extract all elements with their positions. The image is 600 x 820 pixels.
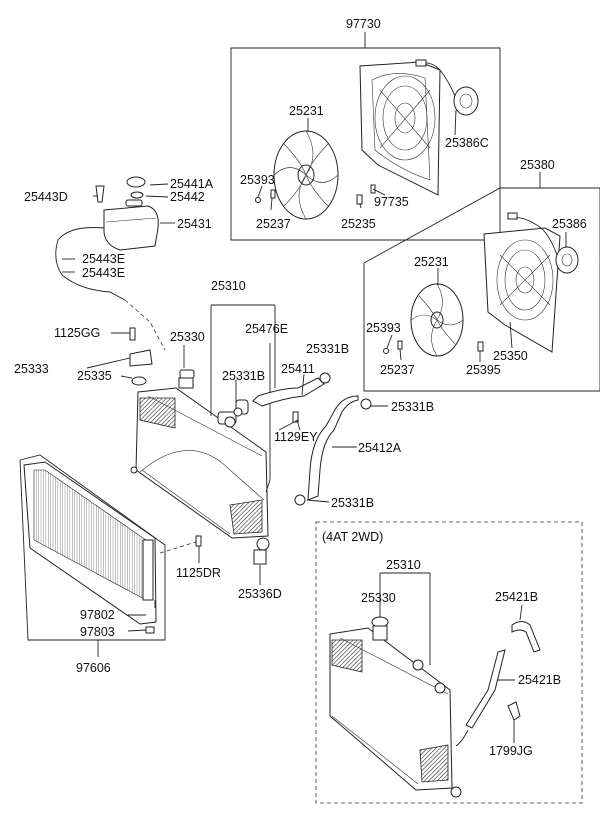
label-25331b-4: 25331B [331,496,374,510]
label-25331b-1: 25331B [306,342,349,356]
label-1129ey: 1129EY [274,430,318,444]
label-25443d: 25443D [24,190,68,204]
label-25395: 25395 [466,363,501,377]
label-25411: 25411 [281,362,315,376]
fan-assembly-box-97730 [230,32,501,241]
label-25442: 25442 [170,190,205,204]
label-1799jg: 1799JG [489,744,533,758]
label-25231-b: 25231 [414,255,449,269]
variant-box-caption: (4AT 2WD) [322,530,383,544]
drain-plug-25336d [253,549,267,585]
radiator-bracket [86,327,153,386]
fan-motor-25386c [415,59,479,116]
label-25443e-2: 25443E [82,266,125,280]
label-25237-b: 25237 [380,363,415,377]
label-25331b-3: 25331B [391,400,434,414]
label-1125dr: 1125DR [176,566,221,580]
variant-box-4at-2wd [315,521,583,804]
label-25393: 25393 [240,173,275,187]
label-25336d: 25336D [238,587,282,601]
label-1125gg: 1125GG [54,326,100,340]
label-25441a: 25441A [170,177,214,191]
fan-assembly-box-25380 [363,172,600,392]
label-25231: 25231 [289,104,324,118]
reservoir-tank-25431 [55,176,175,351]
label-25310-b: 25310 [386,558,421,572]
radiator-25310-variant [329,572,462,798]
fan-blade-25231 [273,130,339,220]
label-25237: 25237 [256,217,291,231]
label-97735: 97735 [374,195,409,209]
label-25443e-1: 25443E [82,252,125,266]
label-25431: 25431 [177,217,212,231]
radiator-hoses [224,372,388,506]
label-25393-b: 25393 [366,321,401,335]
label-97802: 97802 [80,608,115,622]
label-97803: 97803 [80,625,115,639]
radiator-25310 [130,304,301,585]
label-25331b-2: 25331B [222,369,265,383]
label-25476e: 25476E [245,322,288,336]
label-25235: 25235 [341,217,376,231]
part-labels: 97730 25231 25386C 25393 97735 25237 252… [14,17,587,758]
fan-shroud-97735 [359,61,441,196]
label-25386c: 25386C [445,136,489,150]
label-25333: 25333 [14,362,49,376]
fan-motor-25386 [507,212,579,274]
label-25386: 25386 [552,217,587,231]
condenser-97606 [19,454,202,657]
label-25380: 25380 [520,158,555,172]
label-97606: 97606 [76,661,111,675]
label-25330: 25330 [170,330,205,344]
label-25350: 25350 [493,349,528,363]
label-25421b-2: 25421B [518,673,561,687]
label-97730: 97730 [346,17,381,31]
label-25335: 25335 [77,369,112,383]
label-25412a: 25412A [358,441,402,455]
label-25330-b: 25330 [361,591,396,605]
fan-shroud-25350 [483,227,561,353]
label-25421b-1: 25421B [495,590,538,604]
fan-blade-25231-b [410,283,464,357]
hose-25421b [455,604,541,747]
label-25310: 25310 [211,279,246,293]
